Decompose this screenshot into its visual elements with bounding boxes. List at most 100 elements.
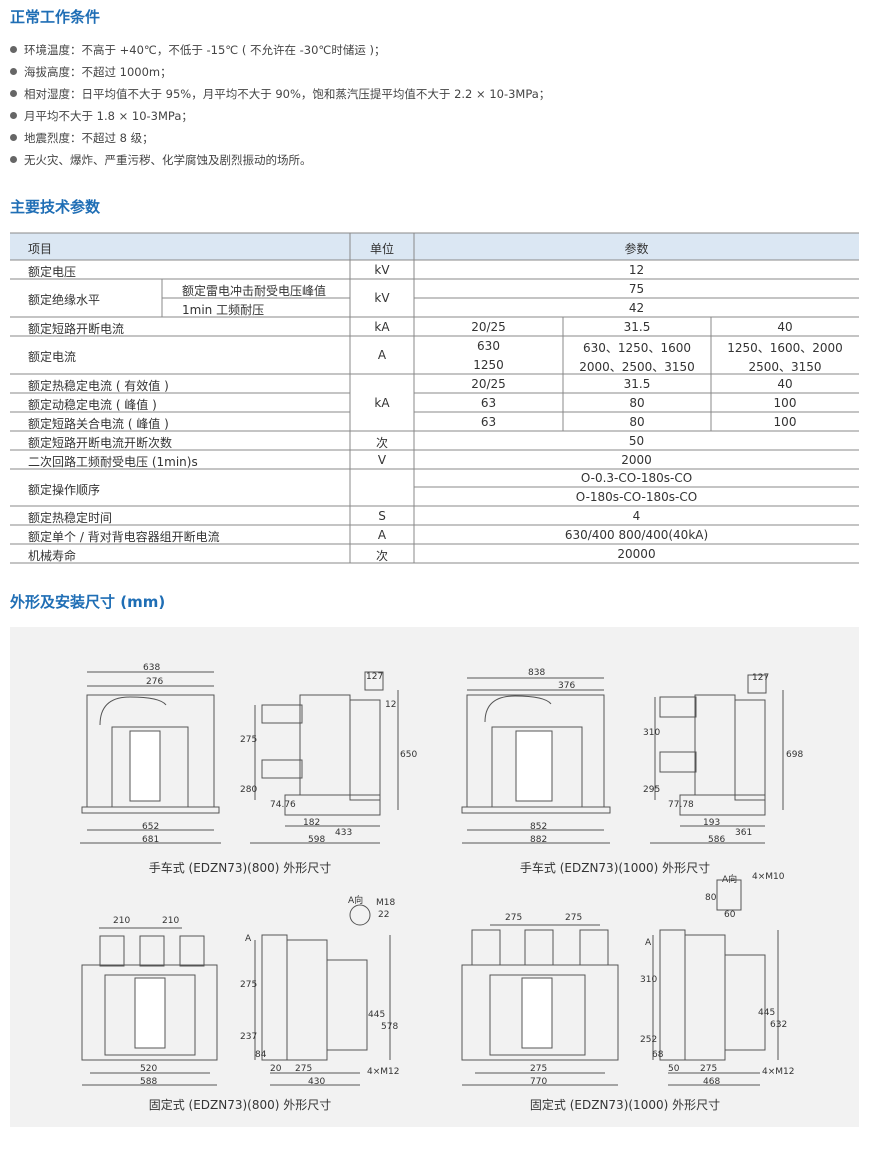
row-sublabel: 1min 工频耐压	[182, 303, 265, 317]
bullet-icon	[10, 112, 17, 119]
list-item: 无火灾、爆炸、严重污秽、化学腐蚀及剧烈振动的场所。	[10, 152, 312, 168]
bullet-icon	[10, 68, 17, 75]
dim-label: 275	[295, 1064, 313, 1074]
bullet-icon	[10, 46, 17, 53]
row-label: 额定短路关合电流 ( 峰值 )	[28, 417, 169, 431]
figure-caption: 手车式 (EDZN73)(1000) 外形尺寸	[519, 861, 711, 875]
row-unit: kA	[374, 320, 390, 334]
dim-label: 275	[240, 735, 258, 745]
row-value: 2500、3150	[748, 360, 822, 374]
row-label: 额定动稳定电流 ( 峰值 )	[28, 398, 157, 412]
dim-label: 638	[143, 663, 161, 673]
list-item: 相对湿度：日平均值不大于 95%，月平均不大于 90%，饱和蒸汽压提平均值不大于…	[10, 86, 550, 102]
header-param: 参数	[624, 242, 649, 256]
row-value: 2000	[621, 453, 652, 467]
dim-label: 652	[142, 822, 160, 832]
dim-label: 50	[668, 1064, 680, 1074]
row-value: 75	[628, 282, 645, 296]
dim-label: 632	[770, 1020, 788, 1030]
dim-label: 598	[308, 835, 326, 845]
dim-label: 210	[113, 916, 131, 926]
dim-label: 650	[400, 750, 418, 760]
dim-label: 182	[303, 818, 321, 828]
row-value: 4	[632, 509, 641, 523]
row-value: 63	[480, 415, 497, 429]
dim-label: 430	[308, 1077, 326, 1087]
dim-label: 468	[703, 1077, 721, 1087]
dim-label: A向	[722, 875, 738, 885]
row-label: 额定电压	[28, 265, 77, 279]
row-label: 二次回路工频耐受电压 (1min)s	[28, 455, 198, 469]
header-item: 项目	[28, 242, 53, 256]
dim-label: 275	[505, 913, 523, 923]
row-unit: S	[378, 509, 386, 523]
figure-caption: 手车式 (EDZN73)(800) 外形尺寸	[148, 861, 332, 875]
dim-label: 588	[140, 1077, 158, 1087]
row-value: 100	[773, 415, 797, 429]
bullet-icon	[10, 90, 17, 97]
row-label: 额定热稳定时间	[28, 511, 113, 525]
row-value: 42	[628, 301, 645, 315]
row-unit: kV	[374, 263, 390, 277]
row-value: 100	[773, 396, 797, 410]
row-value: 40	[777, 320, 793, 334]
list-item: 地震烈度：不超过 8 级；	[10, 130, 154, 146]
row-label: 额定绝缘水平	[28, 293, 101, 307]
row-label: 额定电流	[28, 350, 77, 364]
dim-label: 237	[240, 1032, 258, 1042]
row-sublabel: 额定雷电冲击耐受电压峰值	[182, 284, 327, 298]
row-unit: A	[377, 528, 387, 542]
dim-label: 275	[565, 913, 583, 923]
list-item: 海拔高度：不超过 1000m；	[10, 64, 172, 80]
row-value: O-0.3-CO-180s-CO	[580, 471, 693, 485]
dim-label: 4×M10	[752, 872, 785, 882]
figure-caption: 固定式 (EDZN73)(800) 外形尺寸	[148, 1098, 332, 1112]
dim-label: 520	[140, 1064, 158, 1074]
fig2-drawing	[461, 674, 784, 844]
dim-label: 80	[705, 893, 717, 903]
bullet-icon	[10, 134, 17, 141]
row-unit: kV	[374, 291, 390, 305]
row-label: 额定短路开断电流	[28, 322, 125, 336]
row-value: 1250	[473, 358, 504, 372]
dim-label: 698	[786, 750, 804, 760]
dim-label: 77.78	[668, 800, 694, 810]
dim-label: 578	[381, 1022, 399, 1032]
figure-caption: 固定式 (EDZN73)(1000) 外形尺寸	[529, 1098, 721, 1112]
dim-label: 445	[368, 1010, 386, 1020]
row-value: 20/25	[471, 320, 506, 334]
row-value: 80	[629, 396, 645, 410]
dim-label: 770	[530, 1077, 548, 1087]
dim-label: 74.76	[270, 800, 296, 810]
dim-label: 252	[640, 1035, 658, 1045]
dim-label: 68	[652, 1050, 664, 1060]
row-value: 630/400 800/400(40kA)	[564, 528, 709, 542]
section-title-dimensions: 外形及安装尺寸 (mm)	[10, 593, 166, 611]
dim-label: 280	[240, 785, 258, 795]
dim-label: M18	[376, 898, 396, 908]
dim-label: 275	[700, 1064, 718, 1074]
row-unit: 次	[375, 549, 388, 563]
dim-label: 310	[643, 728, 661, 738]
row-label: 额定热稳定电流 ( 有效值 )	[28, 379, 169, 393]
row-value: 20/25	[471, 377, 506, 391]
dim-label: 295	[643, 785, 661, 795]
dim-label: 4×M12	[367, 1067, 400, 1077]
dim-label: A	[645, 938, 652, 948]
row-value: 80	[629, 415, 645, 429]
dim-label: 838	[528, 668, 546, 678]
dim-label: A	[245, 934, 252, 944]
dim-label: 310	[640, 975, 658, 985]
dim-label: 361	[735, 828, 753, 838]
row-value: 31.5	[623, 377, 651, 391]
fig3-drawing	[81, 904, 391, 1086]
dim-label: A向	[348, 896, 364, 906]
row-unit: A	[377, 348, 387, 362]
row-value: 2000、2500、3150	[579, 360, 695, 374]
bullet-icon	[10, 156, 17, 163]
dim-label: 12	[385, 700, 397, 710]
dim-label: 4×M12	[762, 1067, 795, 1077]
dim-label: 22	[378, 910, 390, 920]
row-value: 630、1250、1600	[583, 341, 691, 355]
